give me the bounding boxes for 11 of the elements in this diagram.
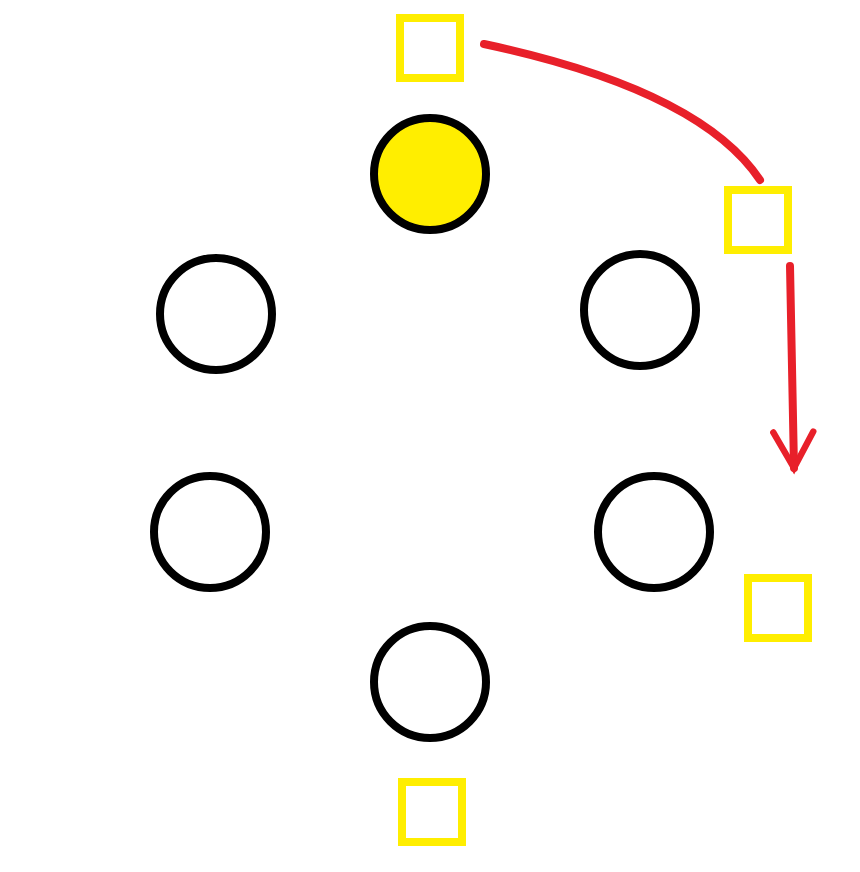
square bbox=[724, 186, 792, 254]
circle bbox=[580, 250, 700, 370]
square bbox=[744, 574, 812, 642]
square bbox=[396, 14, 464, 82]
circle bbox=[594, 472, 714, 592]
filled-circle bbox=[370, 114, 490, 234]
arrow bbox=[770, 262, 817, 472]
circle bbox=[370, 622, 490, 742]
circle bbox=[150, 472, 270, 592]
square bbox=[398, 778, 466, 846]
circle bbox=[156, 254, 276, 374]
